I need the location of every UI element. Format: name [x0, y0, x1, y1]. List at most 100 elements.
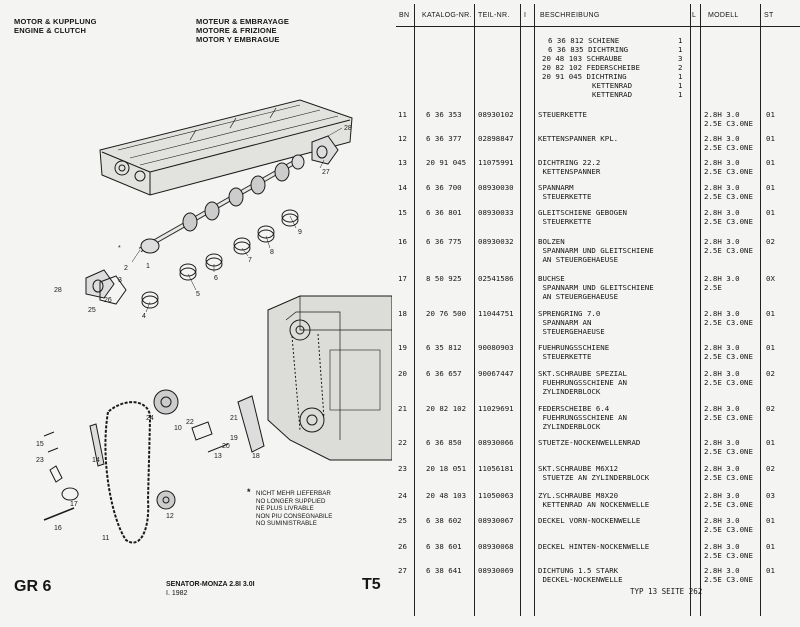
row-katalog: 20 18 051 — [426, 464, 467, 473]
callout-label: 27 — [322, 169, 330, 176]
model-line: 2.8H 3.0 — [704, 516, 740, 525]
callout-label: 4 — [142, 313, 146, 320]
row-teil: 11044751 — [478, 309, 514, 318]
row-st: 01 — [766, 110, 775, 119]
row-st: 01 — [766, 309, 775, 318]
row-description: SPANNARM STEUERKETTE — [538, 183, 591, 201]
sub-row-qty: 1 — [678, 36, 683, 45]
row-st: 02 — [766, 369, 775, 378]
row-teil: 90067447 — [478, 369, 514, 378]
model-footer: SENATOR-MONZA 2.8I 3.0I I. 1982 — [166, 580, 255, 598]
row-bn: 11 — [398, 110, 407, 119]
row-description: BOLZEN SPANNARM UND GLEITSCHIENE AN STEU… — [538, 237, 654, 264]
model-line: 2.8H 3.0 — [704, 369, 740, 378]
callout-label: 7 — [248, 257, 252, 264]
callout-label: 14 — [92, 457, 100, 464]
row-teil: 08930068 — [478, 542, 514, 551]
description-line: FUEHRUNGSSCHIENE — [538, 343, 610, 352]
sub-row-desc: DICHTRING — [586, 72, 627, 81]
model-line: 2.5E — [704, 283, 722, 292]
legend-line: NON PIU CONSEGNABILE — [256, 512, 333, 520]
model-line: 2.8H 3.0 — [704, 343, 740, 352]
row-teil: 08930067 — [478, 516, 514, 525]
row-description: STEUERKETTE — [538, 110, 587, 119]
description-line: DICHTUNG 1.5 STARK — [538, 566, 619, 575]
model-line: 2.5E C3.0NE — [704, 575, 753, 584]
section-title-line: MOTEUR & EMBRAYAGE — [196, 17, 290, 26]
row-katalog: 20 48 103 — [426, 491, 467, 500]
row-st: 02 — [766, 464, 775, 473]
description-line: FUEHRUNGSSCHIENE AN — [538, 378, 627, 387]
row-description: FEDERSCHEIBE 6.4 FUEHRUNGSSCHIENE AN ZYL… — [538, 404, 627, 431]
callout-marker: * — [118, 245, 121, 252]
row-teil: 08930032 — [478, 237, 514, 246]
row-description: KETTENSPANNER KPL. — [538, 134, 618, 143]
parts-table: BN KATALOG-NR. TEIL-NR. I BESCHREIBUNG L… — [396, 0, 800, 627]
row-bn: 25 — [398, 516, 407, 525]
description-line: STEUERKETTE — [538, 352, 592, 361]
row-bn: 26 — [398, 542, 407, 551]
row-st: 01 — [766, 183, 775, 192]
engine-block-drawing — [267, 295, 392, 461]
legend-line: NE PLUS LIVRABLE — [256, 505, 314, 513]
header-divider — [396, 26, 800, 27]
col-header-modell: MODELL — [708, 12, 739, 19]
row-description: SKT.SCHRAUBE M6X12 STUETZE AN ZYLINDERBL… — [538, 464, 649, 482]
row-bn: 20 — [398, 369, 407, 378]
row-st: 02 — [766, 404, 775, 413]
model-line: 2.8H 3.0 — [704, 404, 740, 413]
row-teil: 08930066 — [478, 438, 514, 447]
row-st: 01 — [766, 566, 775, 575]
discontinued-legend: * NICHT MEHR LIEFERBAR NO LONGER SUPPLIE… — [247, 488, 333, 528]
sub-row: 20 91 045 DICHTRING — [542, 72, 627, 81]
sub-row: 20 82 102 FEDERSCHEIBE — [542, 63, 640, 72]
row-description: GLEITSCHIENE GEBOGEN STEUERKETTE — [538, 208, 627, 226]
section-title-line: MOTOR & KUPPLUNG — [14, 17, 97, 26]
row-katalog: 6 36 775 — [426, 237, 462, 246]
row-description: STUETZE-NOCKENWELLENRAD — [538, 438, 640, 447]
row-teil: 11029691 — [478, 404, 514, 413]
description-line: STEUERKETTE — [538, 217, 592, 226]
model-line: 2.8H 3.0 — [704, 134, 740, 143]
description-line: SPANNARM AN — [538, 318, 592, 327]
description-line: ZYLINDERBLOCK — [538, 422, 601, 431]
illustration-panel: MOTOR & KUPPLUNG ENGINE & CLUTCH MOTEUR … — [0, 0, 392, 627]
row-bn: 23 — [398, 464, 407, 473]
row-katalog: 6 38 602 — [426, 516, 462, 525]
cylinder-head-drawing — [99, 99, 353, 196]
callout-label: 13 — [214, 453, 222, 460]
callout-label: 1 — [146, 263, 150, 270]
sub-row-qty: 1 — [678, 81, 683, 90]
col-header-st: ST — [764, 12, 774, 19]
description-line: STEUERKETTE — [538, 192, 592, 201]
model-line: 2.5E C3.0NE — [704, 378, 753, 387]
description-line: DECKEL-NOCKENWELLE — [538, 575, 623, 584]
callout-label: 22 — [186, 419, 194, 426]
row-teil: 11075991 — [478, 158, 514, 167]
row-teil: 08930069 — [478, 566, 514, 575]
row-katalog: 6 36 353 — [426, 110, 462, 119]
description-line: STUETZE-NOCKENWELLENRAD — [538, 438, 641, 447]
description-line: SKT.SCHRAUBE SPEZIAL — [538, 369, 627, 378]
sub-row: 6 36 835 DICHTRING — [548, 45, 628, 54]
model-line: 2.8H 3.0 — [704, 491, 740, 500]
sub-row-qty: 2 — [678, 63, 683, 72]
model-line: 2.8H 3.0 — [704, 158, 740, 167]
callout-label: 20 — [222, 443, 230, 450]
sub-row-desc: FEDERSCHEIBE — [586, 63, 640, 72]
row-description: SKT.SCHRAUBE SPEZIAL FUEHRUNGSSCHIENE AN… — [538, 369, 627, 396]
row-st: 03 — [766, 491, 775, 500]
column-divider — [414, 4, 415, 616]
description-line: STEUERGEHAEUSE — [538, 327, 605, 336]
sub-row-qty: 1 — [678, 90, 683, 99]
sub-row-desc: SCHIENE — [588, 36, 620, 45]
model-line: 2.8H 3.0 — [704, 438, 740, 447]
model-line: 2.8H 3.0 — [704, 110, 740, 119]
callout-label: 18 — [252, 453, 260, 460]
